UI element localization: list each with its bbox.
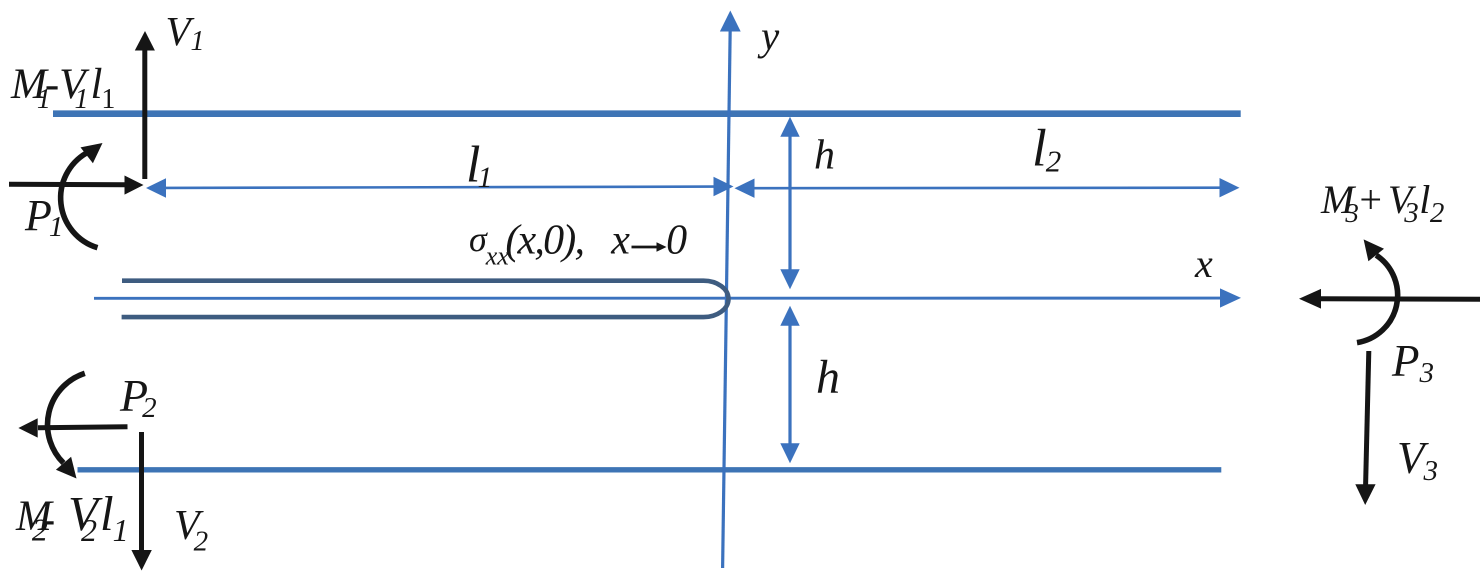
svg-text:V2: V2 (174, 503, 208, 558)
svg-text:V3: V3 (1397, 433, 1438, 487)
svg-text:l1: l1 (466, 137, 492, 195)
svg-text:V2l1: V2l1 (68, 486, 129, 548)
svg-text:M3+V3l2: M3+V3l2 (1320, 177, 1444, 229)
svg-text:h: h (814, 133, 835, 179)
svg-text:h: h (816, 351, 840, 404)
svg-text:V1: V1 (166, 8, 205, 57)
svg-text:M1-V1l1: M1-V1l1 (10, 61, 115, 115)
svg-text:y: y (757, 13, 780, 59)
svg-text:σxx(x,0),x0: σxx(x,0),x0 (469, 218, 687, 271)
svg-text:x: x (1194, 241, 1213, 286)
svg-text:l2: l2 (1032, 120, 1061, 179)
svg-text:P2: P2 (119, 370, 157, 424)
svg-text:P3: P3 (1391, 336, 1434, 389)
svg-text:M2-: M2- (15, 493, 55, 548)
svg-text:P1: P1 (24, 191, 63, 243)
